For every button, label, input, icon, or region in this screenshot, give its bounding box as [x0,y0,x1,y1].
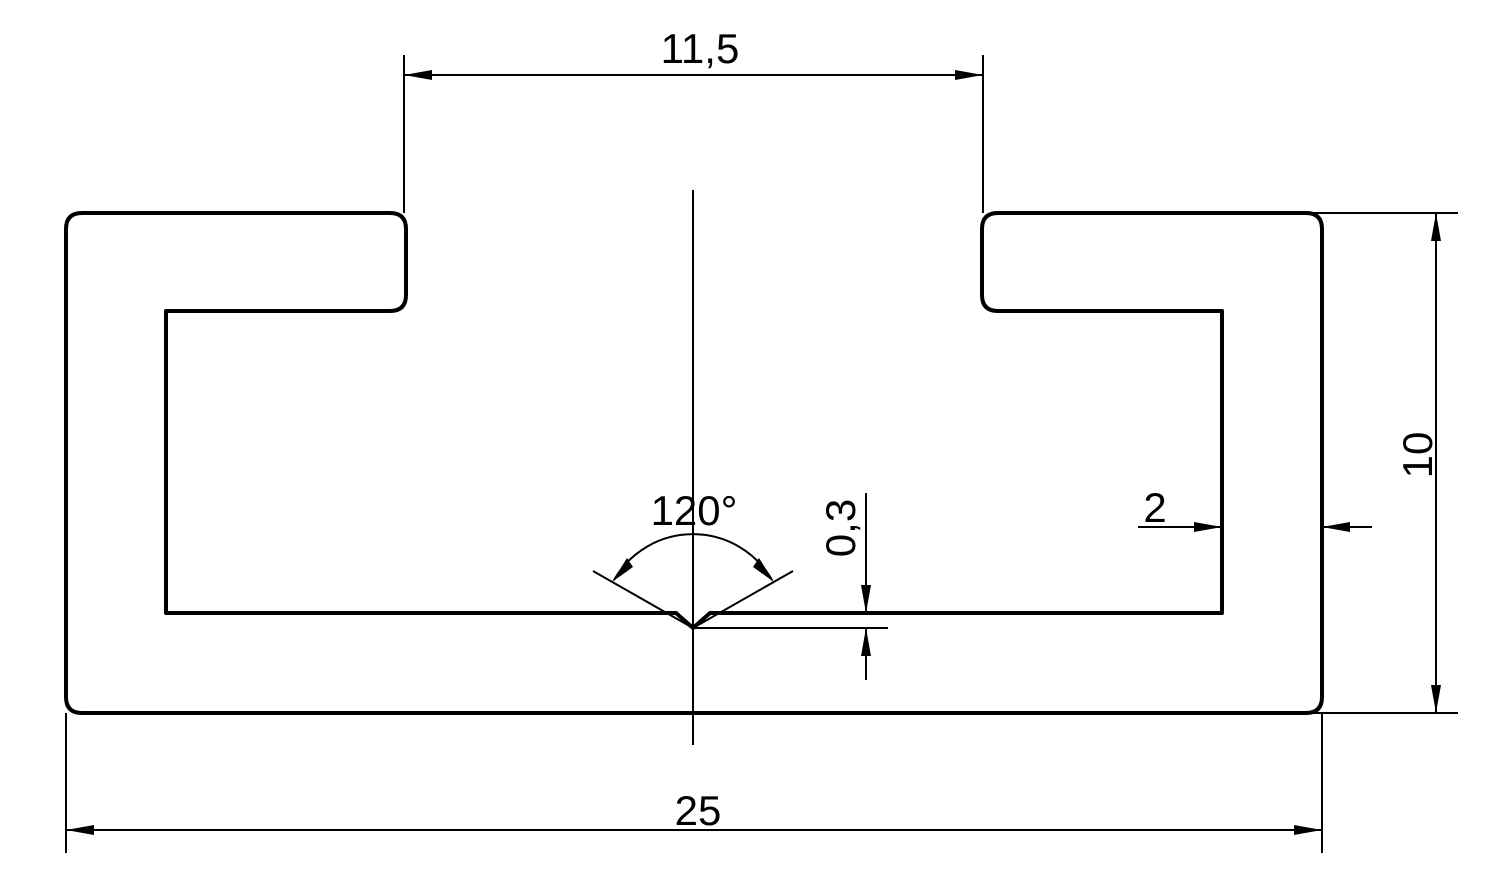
arrow-head-left [1194,522,1222,532]
arrow-head-right [753,558,774,582]
angle-arc [613,533,773,581]
angle-extension-right [692,570,794,629]
arrow-head-left [612,558,633,582]
dimension-label-groove-angle: 120° [651,487,738,534]
angle-extension-left [592,570,694,629]
dimension-groove-angle: 120° [592,487,794,629]
arrow-head-top [1431,213,1441,241]
arrow-head-right [1322,522,1350,532]
arrow-head-up [861,628,871,656]
dimension-overall-width: 25 [65,713,1323,853]
dimension-label-wall-thickness: 2 [1143,484,1166,531]
profile-outline [64,211,1324,715]
dimension-height: 10 [1310,212,1458,714]
dimension-label-overall-width: 25 [675,787,722,834]
arrow-head-bottom [1431,685,1441,713]
arrow-head-down [861,585,871,613]
dimension-slot-width: 11,5 [403,25,984,213]
dimension-label-groove-depth: 0,3 [817,499,864,557]
dimension-wall-thickness: 2 [1138,484,1372,532]
arrow-head-left [404,70,432,80]
arrow-head-left [66,825,94,835]
arrow-head-right [955,70,983,80]
dimension-label-height: 10 [1394,432,1441,479]
dimension-label-slot-width: 11,5 [661,25,740,72]
outer-contour [64,211,1324,715]
dimension-groove-depth: 0,3 [693,493,888,680]
arrow-head-right [1294,825,1322,835]
